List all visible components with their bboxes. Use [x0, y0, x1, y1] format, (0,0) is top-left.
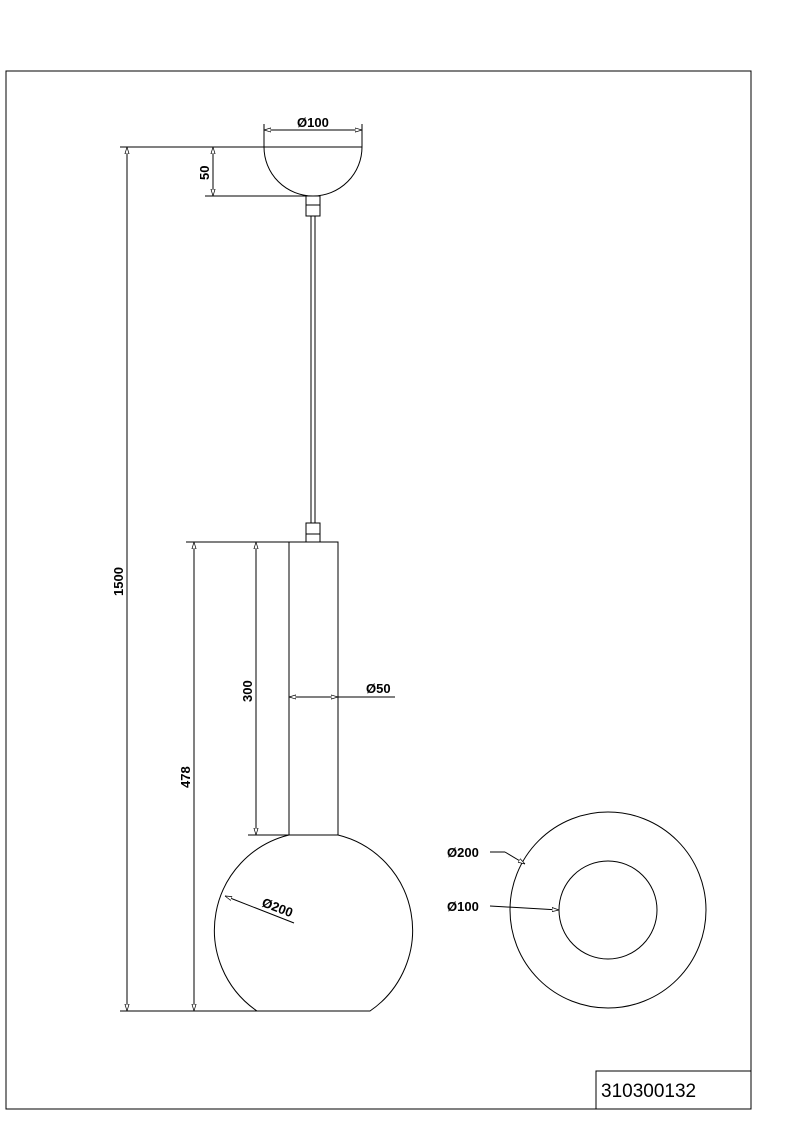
title-block — [595, 1070, 752, 1110]
svg-text:Ø100: Ø100 — [447, 899, 479, 914]
dim-canopy-height: 50 — [120, 146, 306, 197]
globe-shade — [213, 834, 414, 1012]
dim-canopy-diameter: Ø100 — [263, 115, 363, 147]
svg-text:1500: 1500 — [111, 567, 126, 596]
dim-shade-height: 478 — [178, 541, 289, 1011]
ceiling-canopy — [263, 146, 363, 217]
drawing-frame — [5, 70, 752, 1110]
part-number: 310300132 — [601, 1081, 696, 1102]
bottom-view — [509, 811, 707, 1009]
dim-bottom-inner-diameter: Ø100 — [447, 899, 559, 914]
dim-globe-diameter: Ø200 — [225, 895, 295, 924]
dim-cylinder-length: 300 — [240, 542, 289, 836]
dim-overall-height: 1500 — [111, 147, 370, 1012]
dim-cylinder-diameter: Ø50 — [289, 681, 395, 697]
lamp-connector — [305, 522, 321, 543]
svg-text:478: 478 — [178, 766, 193, 788]
svg-text:Ø100: Ø100 — [297, 115, 329, 130]
svg-text:50: 50 — [197, 166, 212, 180]
suspension-cable — [310, 216, 316, 523]
svg-text:Ø50: Ø50 — [366, 681, 391, 696]
svg-text:300: 300 — [240, 680, 255, 702]
lamp-cylinder — [288, 541, 339, 836]
svg-text:Ø200: Ø200 — [447, 845, 479, 860]
dim-bottom-outer-diameter: Ø200 — [447, 845, 525, 864]
